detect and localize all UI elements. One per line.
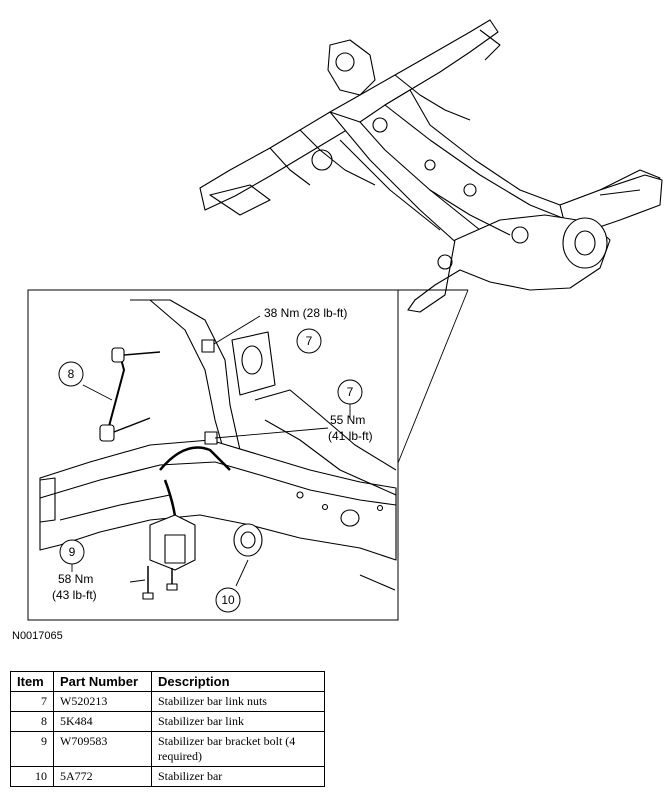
table-row: 7 W520213 Stabilizer bar link nuts: [10, 691, 325, 712]
table-row: 8 5K484 Stabilizer bar link: [10, 711, 325, 732]
suspension-diagram: 7 7 8 9 10 38 Nm (28 lb-ft) 55 Nm (41 lb…: [27, 19, 663, 621]
cell-part-number: 5A772: [53, 766, 152, 787]
header-description: Description: [151, 671, 325, 692]
cell-description: Stabilizer bar link: [151, 711, 325, 732]
header-item: Item: [10, 671, 54, 692]
callout-9: 9: [69, 545, 76, 559]
leader-lines: [397, 289, 469, 464]
subframe-overview: [199, 19, 663, 313]
parts-table: Item Part Number Description 7 W520213 S…: [10, 671, 325, 787]
detail-drawing: [39, 299, 397, 600]
torque-label-upper: 38 Nm (28 lb-ft): [264, 306, 347, 320]
table-row: 9 W709583 Stabilizer bar bracket bolt (4…: [10, 731, 325, 767]
cell-item: 9: [10, 731, 54, 767]
cell-part-number: W709583: [53, 731, 152, 767]
torque-label-lower-line2: (43 lb-ft): [52, 588, 97, 602]
cell-part-number: W520213: [53, 691, 152, 712]
torque-label-mid-line2: (41 lb-ft): [328, 429, 373, 443]
cell-description: Stabilizer bar: [151, 766, 325, 787]
cell-description: Stabilizer bar bracket bolt (4 required): [151, 731, 325, 767]
header-part-number: Part Number: [53, 671, 152, 692]
torque-label-lower-line1: 58 Nm: [58, 572, 93, 586]
callout-8: 8: [68, 367, 75, 381]
cell-item: 10: [10, 766, 54, 787]
figure-id: N0017065: [12, 630, 63, 642]
cell-part-number: 5K484: [53, 711, 152, 732]
callout-circles: [58, 328, 363, 613]
cell-description: Stabilizer bar link nuts: [151, 691, 325, 712]
torque-label-mid-line1: 55 Nm: [330, 413, 365, 427]
callout-7-upper: 7: [306, 334, 313, 348]
table-header-row: Item Part Number Description: [10, 671, 325, 692]
cell-item: 7: [10, 691, 54, 712]
table-row: 10 5A772 Stabilizer bar: [10, 766, 325, 787]
callout-7-lower: 7: [347, 385, 354, 399]
cell-item: 8: [10, 711, 54, 732]
callout-10: 10: [221, 593, 235, 607]
